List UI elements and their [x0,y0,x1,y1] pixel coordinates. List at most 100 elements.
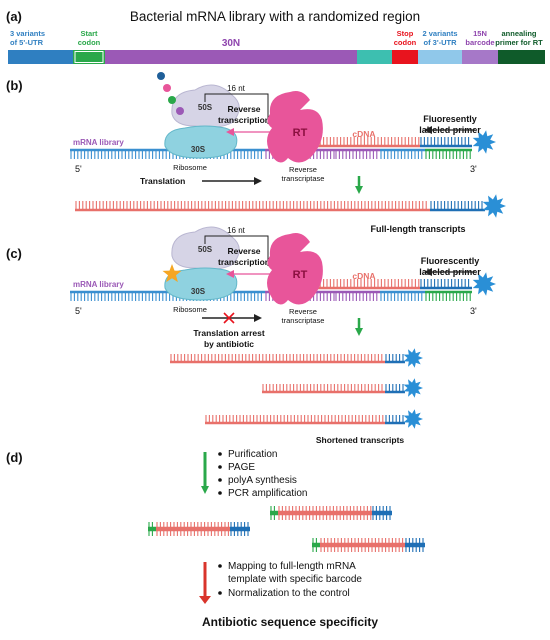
bullet [218,564,222,568]
construct-segment [105,50,357,64]
segment-label: of 3'-UTR [423,38,457,47]
reverse-transcriptase-label: Reverse [289,165,317,174]
three-prime-label: 3' [470,164,477,174]
amplified-fragment [312,538,425,546]
primer-label: Fluorescently [421,256,480,266]
fluorescent-label-icon [472,272,496,296]
segment-label: primer for RT [495,38,543,47]
segment-label: codon [394,38,417,47]
segment-label: 15N [473,29,487,38]
peptide-bead [168,96,176,104]
reverse-transcription-label: transcription [218,257,270,267]
shortened-transcript [205,415,405,425]
nt-label: 16 nt [227,84,246,93]
construct-segment [8,50,73,64]
bullet [218,452,222,456]
ribosome-label: Ribosome [173,163,207,172]
segment-label: Stop [397,29,414,38]
amplified-fragment [270,512,392,520]
analysis-arrow-head [199,596,211,604]
mrna-label: mRNA library [73,138,124,147]
construct-segment [418,50,462,64]
nt-bracket [204,93,269,124]
full-length-label: Full-length transcripts [370,224,465,234]
five-prime-label: 5' [75,306,82,316]
ribosome-large-label: 50S [198,103,213,112]
nt-label: 16 nt [227,226,246,235]
conclusion-label: Antibiotic sequence specificity [202,615,378,629]
bullet [218,591,222,595]
reverse-transcription-label: Reverse [227,104,260,114]
arrest-cross-icon [223,312,235,324]
panel-a-label: (a) [6,9,22,24]
segment-label: codon [78,38,101,47]
segment-label: 30N [222,38,240,49]
process-step: PCR amplification [228,488,307,499]
process-step: polyA synthesis [228,475,297,486]
ribosome-large-label: 50S [198,245,213,254]
cdna-label: cDNA [352,271,375,281]
ribosome-icon: 50S 30S [164,84,240,159]
peptide-bead [163,84,171,92]
shortened-transcript [262,384,405,394]
panel-d-label: (d) [6,450,23,465]
ribosome-small-subunit [164,125,238,159]
segment-label: 2 variants [422,29,457,38]
ribosome-small-subunit [164,267,238,301]
construct-segment [73,50,105,64]
process-step: PAGE [228,462,255,473]
ribosome-label: Ribosome [173,305,207,314]
cdna-strand [292,137,472,148]
reverse-transcription-label: Reverse [227,246,260,256]
segment-label: Start [80,29,98,38]
reverse-transcriptase-label: transcriptase [282,316,325,325]
reverse-transcriptase-icon [267,91,323,163]
fluorescent-label-icon [403,409,423,429]
fluorescent-label-icon [472,130,496,154]
five-prime-label: 5' [75,164,82,174]
analysis-step: template with specific barcode [228,574,362,585]
cdna-label: cDNA [352,129,375,139]
panel-c-label: (c) [6,246,22,261]
rt-label: RT [293,127,308,139]
ribosome-small-label: 30S [191,145,206,154]
three-prime-label: 3' [470,306,477,316]
panel-b-label: (b) [6,78,23,93]
analysis-step: Normalization to the control [228,588,350,599]
shortened-label: Shortened transcripts [316,435,405,445]
start-codon-outline [74,51,104,63]
arrest-label: by antibiotic [204,339,254,349]
fluorescent-label-icon [403,378,423,398]
amplified-fragment [148,522,250,530]
reverse-transcriptase-icon [267,233,323,305]
segment-label: annealing [501,29,536,38]
construct-segment [357,50,392,64]
primer-label: Fluoresently [423,114,477,124]
segment-label: of 5'-UTR [10,38,44,47]
ribosome-large-subunit [171,84,240,128]
segment-label: barcode [465,38,494,47]
reverse-transcriptase-label: Reverse [289,307,317,316]
ribosome-icon: 50S 30S [164,226,240,301]
fluorescent-label-icon [403,348,423,368]
segment-label: 3 variants [10,29,45,38]
bullet [218,491,222,495]
ribosome-large-subunit [171,226,240,270]
construct-segment [498,50,545,64]
amplified-fragment [312,544,425,552]
process-step: Purification [228,449,277,460]
reverse-transcription-label: transcription [218,115,270,125]
shortened-transcript [170,354,405,364]
translation-label: Translation [140,176,185,186]
antibiotic-star-icon [162,264,182,283]
nt-bracket [204,235,269,266]
rt-label: RT [293,269,308,281]
mrna-label: mRNA library [73,280,124,289]
ribosome-small-label: 30S [191,287,206,296]
construct-segment [462,50,498,64]
